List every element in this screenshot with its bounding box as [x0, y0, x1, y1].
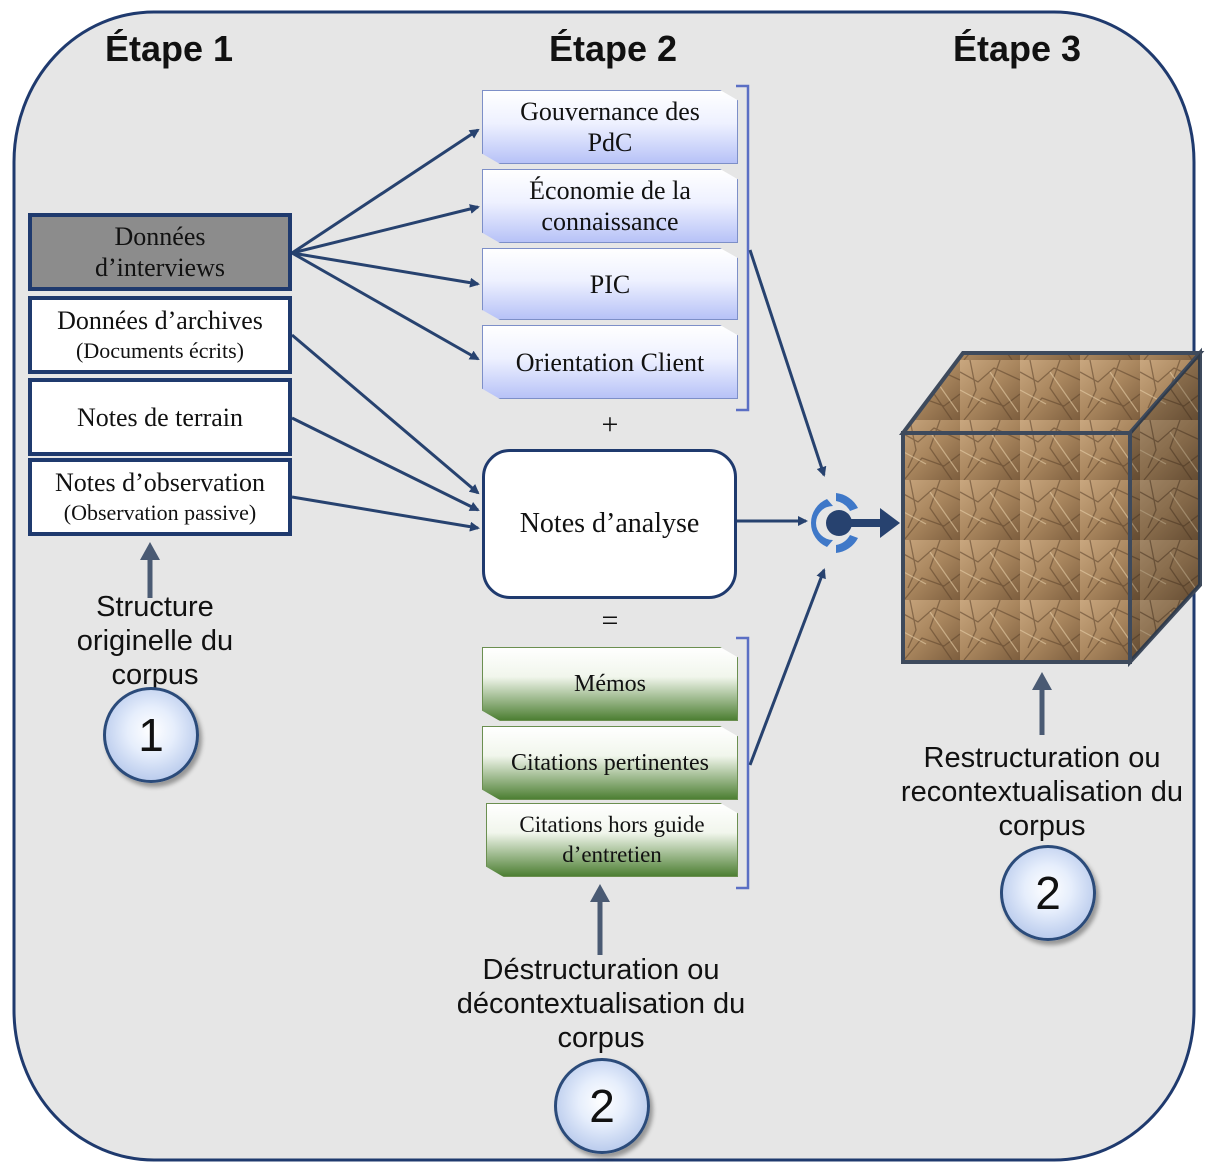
arrow-interview-client: [291, 251, 480, 361]
theme-knowledge-economy-line-1: Économie de la: [529, 176, 691, 205]
caption-original-structure: Structure originelle du corpus: [40, 590, 270, 692]
stage-3-title: Étape 3: [953, 28, 1082, 69]
stage-1-title: Étape 1: [105, 28, 234, 69]
caption-restructuring-line-1: Restructuration ou: [923, 742, 1161, 774]
theme-knowledge-economy: Économie de la connaissance: [482, 169, 738, 243]
arrow-themes-merge: [748, 249, 827, 477]
corpus-cube-icon: [899, 347, 1205, 668]
source-interview-data: Données d’interviews: [28, 213, 292, 291]
theme-client-orientation-line-1: Orientation Client: [515, 347, 705, 377]
source-observation-line-2: (Observation passive): [63, 499, 257, 525]
output-memos-line-1: Mémos: [574, 670, 646, 697]
plus-sign: +: [601, 408, 619, 441]
caption-original-line-1: Structure: [96, 591, 214, 623]
step-marker-restructuring: 2: [1000, 845, 1096, 941]
up-arrow-destructuring: [590, 884, 610, 955]
caption-destructuring-line-1: Déstructuration ou: [482, 954, 720, 986]
arrow-interview-governance: [291, 128, 480, 255]
arrow-outputs-merge: [748, 568, 826, 766]
source-observation-line-1: Notes d’observation: [54, 467, 266, 497]
arrow-interview-pic: [291, 251, 480, 288]
caption-original-line-3: corpus: [111, 659, 199, 691]
step-marker-original: 1: [103, 687, 199, 783]
theme-pic: PIC: [482, 248, 738, 320]
step-marker-destructuring: 2: [554, 1058, 650, 1154]
caption-destructuring: Déstructuration ou décontextualisation d…: [420, 953, 782, 1055]
up-arrow-restructuring: [1032, 672, 1052, 735]
caption-restructuring-line-2: recontextualisation du: [900, 776, 1184, 808]
caption-original-line-2: originelle du: [76, 625, 234, 657]
theme-client-orientation: Orientation Client: [482, 325, 738, 399]
stage-2-title: Étape 2: [549, 28, 678, 69]
source-field-notes: Notes de terrain: [28, 378, 292, 456]
caption-restructuring-line-3: corpus: [998, 810, 1086, 842]
source-archive-line-2: (Documents écrits): [76, 337, 244, 363]
arrow-archives-notes: [291, 333, 480, 495]
analysis-notes: Notes d’analyse: [482, 449, 737, 599]
caption-destructuring-line-3: corpus: [557, 1022, 645, 1054]
output-memos: Mémos: [482, 647, 738, 721]
arrow-interview-economy: [291, 204, 480, 255]
output-relevant-quotes-line-1: Citations pertinentes: [511, 749, 709, 776]
theme-governance-line-2: PdC: [587, 128, 633, 157]
source-archive-line-1: Données d’archives: [57, 305, 263, 335]
source-interview-line-2: d’interviews: [95, 253, 225, 282]
theme-knowledge-economy-line-2: connaissance: [541, 207, 679, 236]
themes-bracket: [736, 84, 750, 412]
output-off-guide-quotes: Citations hors guide d’entretien: [486, 803, 738, 877]
theme-pic-line-1: PIC: [589, 269, 631, 299]
theme-governance-line-1: Gouvernance des: [520, 97, 700, 126]
caption-restructuring: Restructuration ou recontextualisation d…: [870, 741, 1207, 843]
source-archive-data: Données d’archives (Documents écrits): [28, 296, 292, 374]
output-off-guide-line-1: Citations hors guide: [519, 812, 705, 837]
output-off-guide-line-2: d’entretien: [562, 842, 662, 867]
arrow-field-notes: [291, 416, 480, 512]
source-interview-line-1: Données: [114, 222, 206, 251]
source-observation-notes: Notes d’observation (Observation passive…: [28, 458, 292, 536]
up-arrow-original: [140, 542, 160, 598]
caption-destructuring-line-2: décontextualisation du: [456, 988, 746, 1020]
arrow-observation-notes: [291, 495, 480, 532]
equals-sign: =: [601, 604, 619, 637]
theme-governance: Gouvernance des PdC: [482, 90, 738, 164]
outputs-bracket: [736, 636, 750, 890]
merge-icon: [811, 493, 900, 553]
source-field-notes-line-1: Notes de terrain: [76, 402, 244, 432]
output-relevant-quotes: Citations pertinentes: [482, 726, 738, 800]
